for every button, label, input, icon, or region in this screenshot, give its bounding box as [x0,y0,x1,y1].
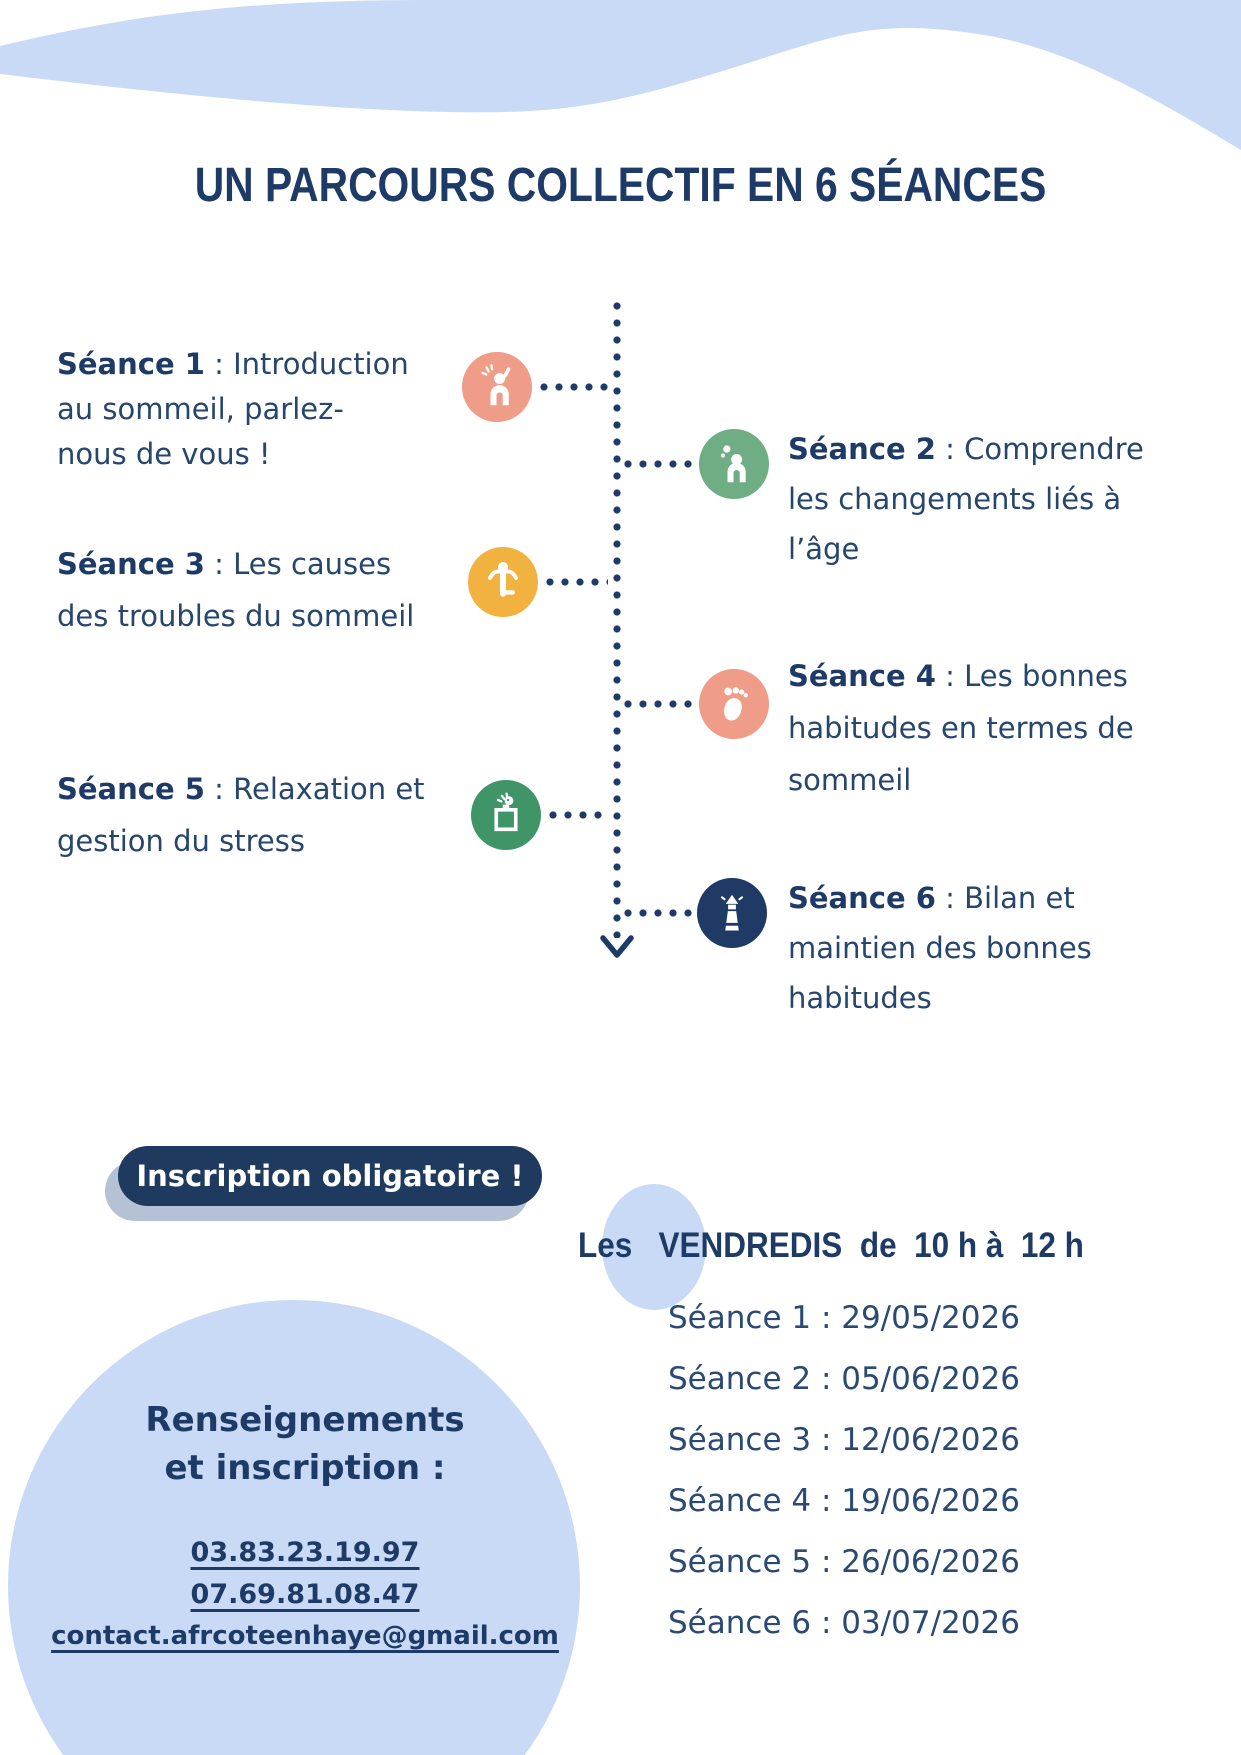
session-dates-list: Séance 1 : 29/05/2026 Séance 2 : 05/06/2… [668,1288,1020,1654]
timeline-connector [546,578,608,586]
session-date-6: Séance 6 : 03/07/2026 [668,1605,1020,1641]
timeline-arrow-icon [600,935,634,958]
contact-phones: 03.83.23.19.97 07.69.81.08.47 contact.af… [40,1532,570,1656]
session-date-5: Séance 5 : 26/06/2026 [668,1544,1020,1580]
registration-badge: Inscription obligatoire ! [118,1146,542,1206]
session-4-description: Séance 4 : Les bonnes habitudes en terme… [788,659,1134,797]
footprint-icon [699,669,769,739]
spray-bottle-icon [471,780,541,850]
timeline-connector [624,700,692,708]
lighthouse-icon [697,878,767,948]
contact-heading-line2: et inscription : [164,1448,446,1488]
cheering-person-icon [468,547,538,617]
timeline-dotted-line [613,298,621,938]
session-date-1: Séance 1 : 29/05/2026 [668,1300,1020,1336]
phone-number-2[interactable]: 07.69.81.08.47 [190,1579,420,1610]
top-wave-decoration [0,0,1241,150]
waving-person-icon [462,352,532,422]
timeline-connector [540,383,608,391]
schedule-heading: Les VENDREDIS de 10 h à 12 h [578,1226,1084,1265]
timeline-connector [624,460,692,468]
timeline-connector [624,909,692,917]
contact-heading-line1: Renseignements [145,1400,465,1440]
thinking-person-icon [699,429,769,499]
session-date-2: Séance 2 : 05/06/2026 [668,1361,1020,1397]
contact-block: Renseignements et inscription : 03.83.23… [40,1396,570,1656]
decorative-circle [602,1184,706,1310]
session-date-3: Séance 3 : 12/06/2026 [668,1422,1020,1458]
timeline-connector [549,811,608,819]
contact-email-link[interactable]: contact.afrcoteenhaye@gmail.com [51,1621,559,1651]
phone-number-1[interactable]: 03.83.23.19.97 [190,1537,420,1568]
page-title: UN PARCOURS COLLECTIF EN 6 SÉANCES [194,159,1047,212]
session-date-4: Séance 4 : 19/06/2026 [668,1483,1020,1519]
session-2-description: Séance 2 : Comprendre les changements li… [788,432,1144,566]
session-5-description: Séance 5 : Relaxation et gestion du stre… [57,772,425,858]
contact-circle-background [8,1300,580,1755]
session-3-description: Séance 3 : Les causes des troubles du so… [57,547,415,633]
registration-badge-label: Inscription obligatoire ! [136,1159,524,1193]
session-1-description: Séance 1 : Introduction au sommeil, parl… [57,347,409,471]
session-6-description: Séance 6 : Bilan et maintien des bonnes … [788,881,1092,1015]
